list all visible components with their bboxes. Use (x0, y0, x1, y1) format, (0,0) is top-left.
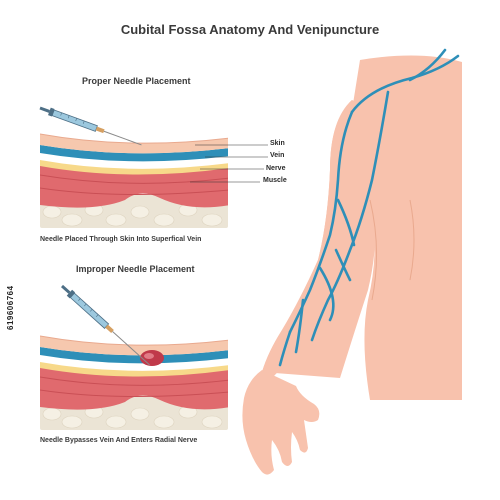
improper-cross-section (40, 335, 228, 430)
hand (242, 370, 320, 475)
bone-layer (40, 195, 228, 228)
hematoma (140, 350, 164, 366)
torso (352, 55, 462, 401)
nerve-layer (40, 160, 228, 175)
vein-layer (40, 145, 228, 162)
syringe-improper (60, 284, 151, 366)
proper-caption: Needle Placed Through Skin Into Superfic… (40, 236, 202, 243)
arm-illustration (242, 48, 462, 475)
label-muscle: Muscle (263, 177, 287, 184)
label-skin: Skin (270, 140, 285, 147)
muscle-layer (40, 162, 228, 208)
arm-veins (278, 48, 460, 367)
proper-section-title: Proper Needle Placement (82, 76, 191, 86)
label-nerve: Nerve (266, 165, 286, 172)
skin-layer (40, 134, 228, 154)
diagram-title: Cubital Fossa Anatomy And Venipuncture (120, 22, 380, 37)
improper-caption: Needle Bypasses Vein And Enters Radial N… (40, 437, 198, 444)
proper-cross-section (40, 133, 228, 228)
syringe-proper (39, 106, 142, 146)
label-vein: Vein (270, 152, 285, 159)
stock-id: 619606764 (6, 285, 15, 330)
improper-section-title: Improper Needle Placement (76, 264, 195, 274)
